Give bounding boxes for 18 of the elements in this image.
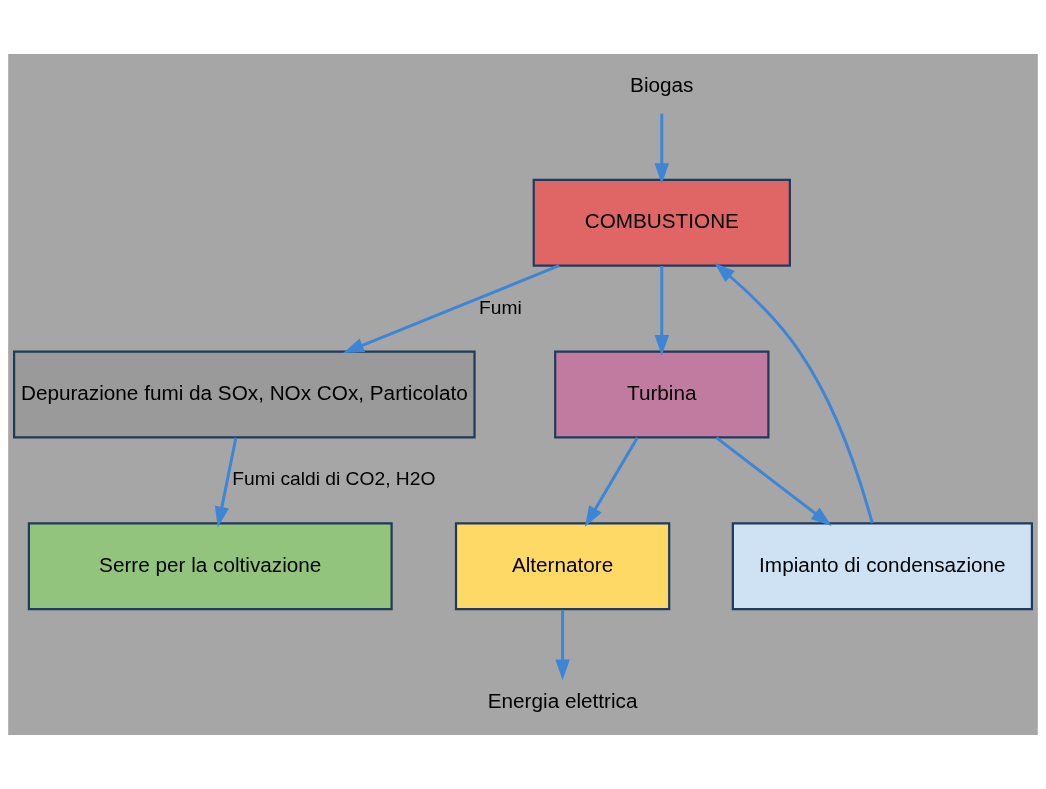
arrow — [715, 436, 832, 526]
arrow — [343, 264, 560, 354]
node-box: Impianto di condensazione — [731, 522, 1033, 611]
arrow — [555, 609, 570, 681]
arrow — [214, 437, 238, 528]
edge-label: Fumi — [479, 296, 522, 318]
arrow — [654, 113, 670, 184]
node-text: Biogas — [630, 73, 694, 97]
node-box: Turbina — [554, 350, 770, 439]
node-text: Energia elettrica — [487, 688, 638, 712]
node-box: COMBUSTIONE — [532, 178, 791, 267]
node-box: Alternatore — [454, 522, 671, 611]
arrow — [584, 436, 639, 527]
arrow — [654, 265, 670, 356]
arrow — [714, 263, 874, 524]
node-box: Depurazione fumi da SOx, NOx COx, Particolato — [13, 350, 476, 439]
node-box: Serre per la coltivazione — [27, 522, 393, 611]
edge-label: Fumi caldi di CO2, H2O — [232, 468, 436, 490]
